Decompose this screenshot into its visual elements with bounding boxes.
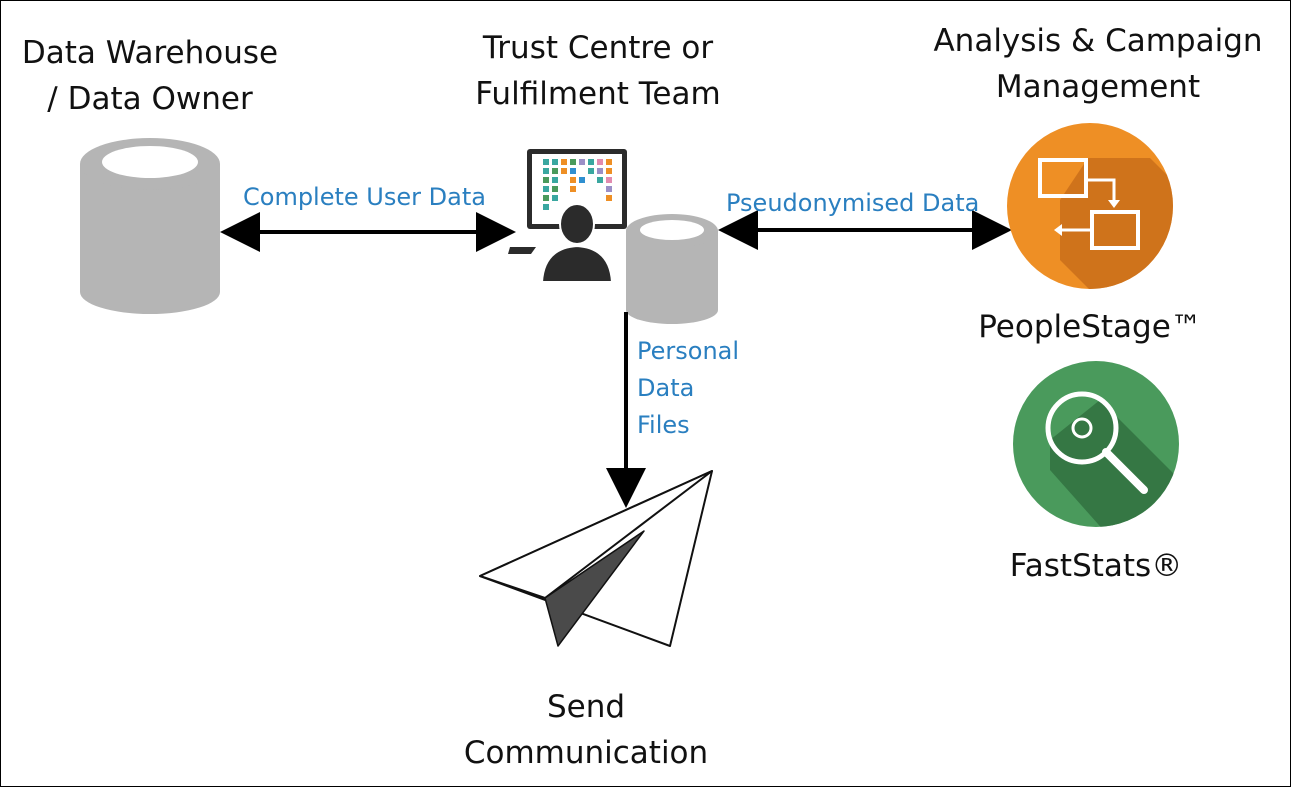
personal-data-files-label: Personal Data Files	[637, 337, 740, 439]
trust-centre-title: Trust Centre or Fulfilment Team	[475, 30, 721, 112]
workstation-icon	[508, 149, 627, 283]
person-icon	[540, 203, 614, 283]
faststats-icon	[1013, 361, 1179, 527]
analysis-title: Analysis & Campaign Management	[933, 23, 1263, 105]
data-warehouse-cylinder-icon	[80, 138, 220, 314]
faststats-label: FastStats®	[1009, 548, 1183, 584]
paper-plane-icon	[479, 470, 713, 647]
peoplestage-icon	[1007, 123, 1173, 289]
send-communication-title: Send Communication	[463, 689, 709, 771]
complete-user-data-label: Complete User Data	[243, 183, 486, 211]
peoplestage-label: PeopleStage™	[978, 309, 1202, 345]
trust-centre-cylinder-icon	[626, 214, 718, 324]
data-warehouse-title: Data Warehouse / Data Owner	[21, 35, 279, 117]
pseudonymised-data-label: Pseudonymised Data	[726, 189, 980, 217]
screen-data-grid	[543, 159, 612, 210]
